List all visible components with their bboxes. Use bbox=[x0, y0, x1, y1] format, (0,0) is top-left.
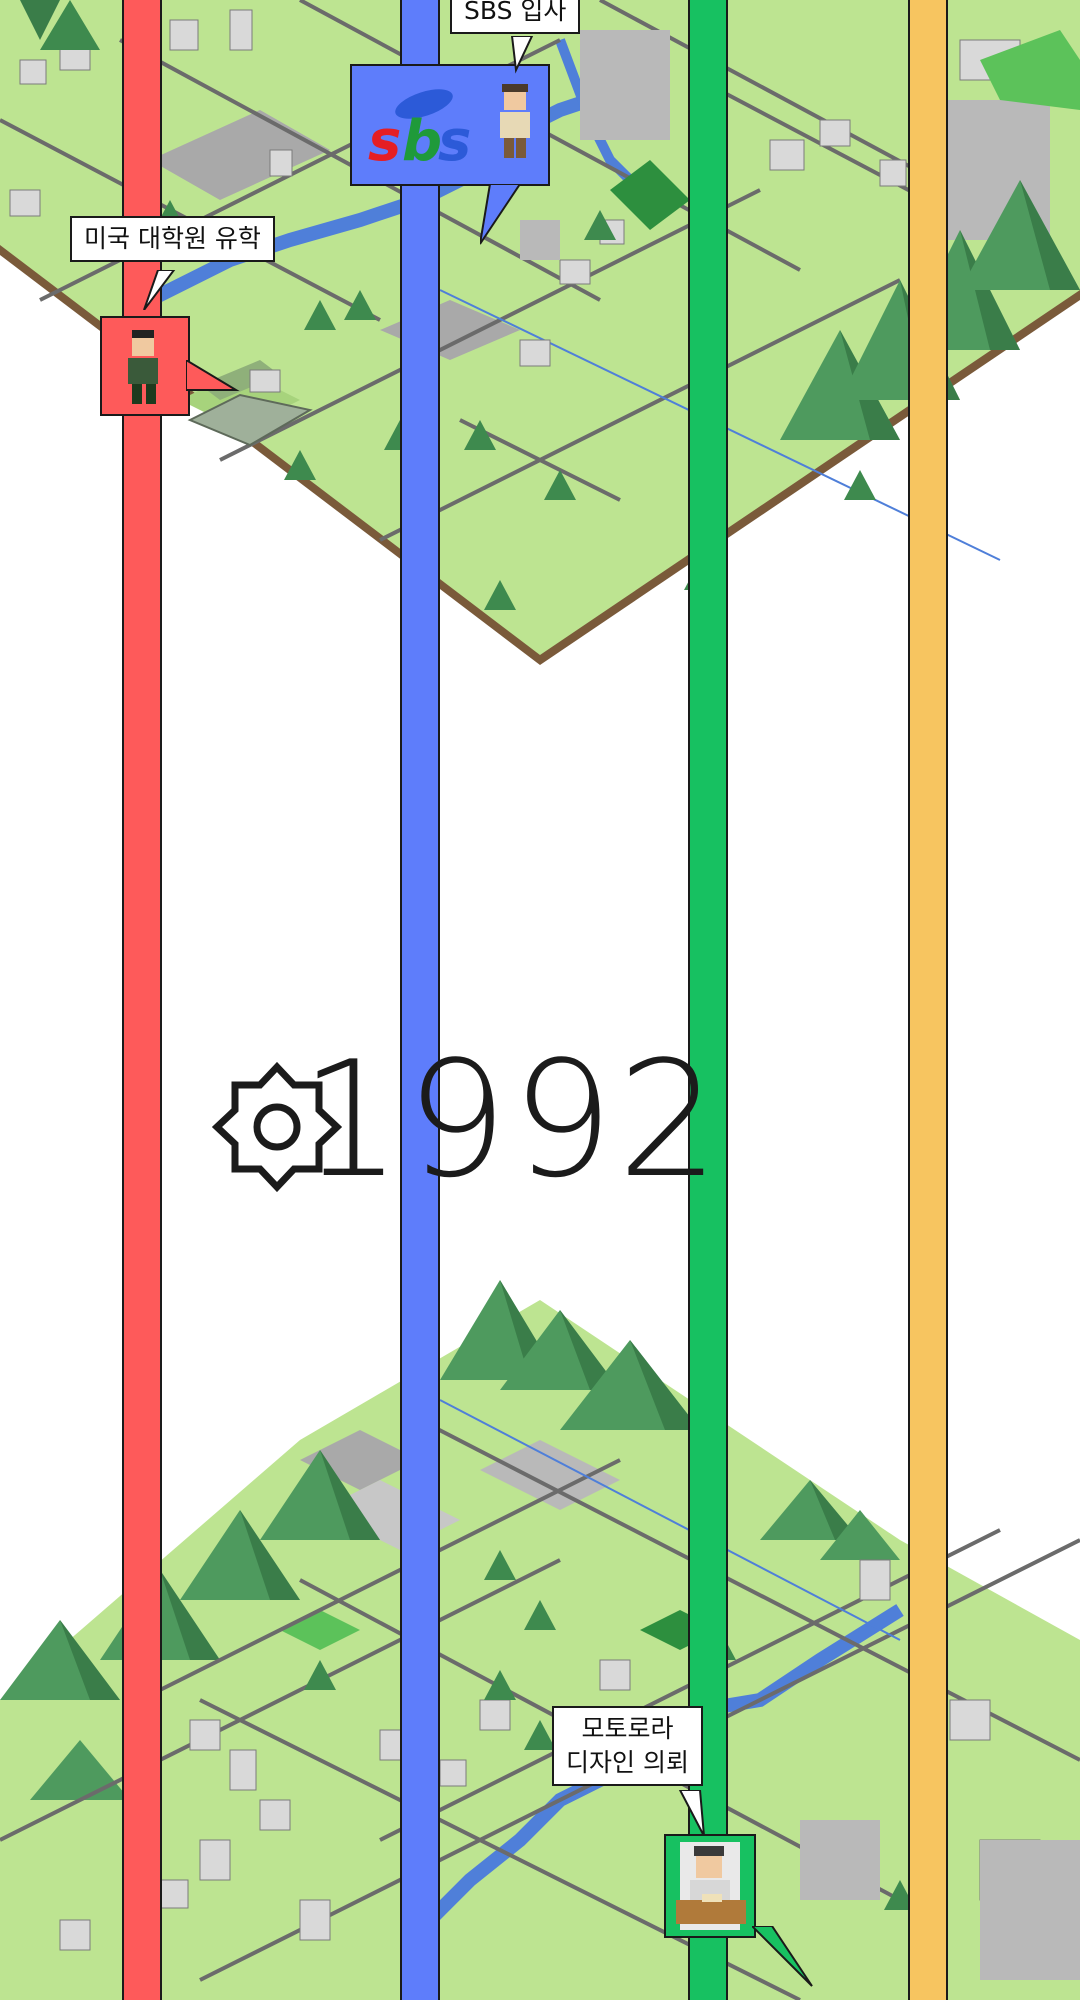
pointer-sbs-join bbox=[480, 184, 540, 254]
event-bubble-sbs-join[interactable]: SBS 입사 bbox=[450, 0, 580, 34]
tail-us-grad-school bbox=[138, 270, 178, 310]
year-marker: 1992 bbox=[300, 1040, 723, 1200]
event-bubble-us-grad-school[interactable]: 미국 대학원 유학 bbox=[70, 216, 275, 262]
pointer-us-grad-school bbox=[186, 360, 246, 400]
svg-text:s: s bbox=[368, 109, 401, 174]
event-badge-us-grad-school[interactable] bbox=[100, 316, 190, 416]
person-at-desk-icon bbox=[666, 1836, 754, 1936]
tail-motorola-design bbox=[676, 1790, 716, 1840]
sbs-logo-icon: s b s bbox=[362, 76, 482, 176]
lane-blue bbox=[400, 0, 440, 2000]
svg-text:b: b bbox=[402, 109, 442, 174]
tail-sbs-join bbox=[506, 36, 546, 76]
year-label: 1992 bbox=[300, 1040, 723, 1200]
event-badge-sbs-join[interactable]: s b s bbox=[350, 64, 550, 186]
svg-text:s: s bbox=[438, 109, 471, 174]
event-badge-motorola-design[interactable] bbox=[664, 1834, 756, 1938]
event-text-line2: 디자인 의뢰 bbox=[566, 1746, 689, 1780]
person-sprite-icon bbox=[486, 80, 546, 170]
event-text-line1: 모토로라 bbox=[566, 1712, 689, 1746]
lane-green bbox=[688, 0, 728, 2000]
event-bubble-motorola-design[interactable]: 모토로라 디자인 의뢰 bbox=[552, 1706, 703, 1786]
lane-yellow bbox=[908, 0, 948, 2000]
pointer-motorola-design bbox=[752, 1926, 822, 1996]
person-sprite-icon bbox=[102, 318, 188, 414]
